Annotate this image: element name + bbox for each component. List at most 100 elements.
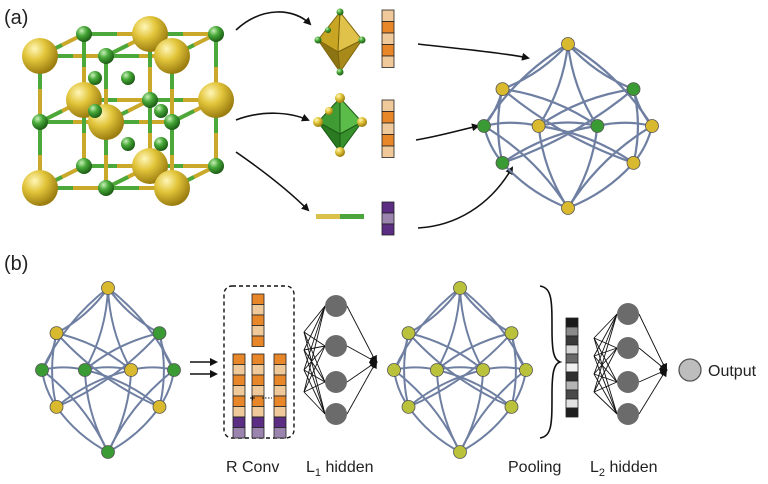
- graph-edge: [567, 125, 653, 209]
- green-atom: [154, 137, 168, 151]
- graph-node: [35, 363, 49, 377]
- neuron: [325, 403, 347, 425]
- octahedron-icon: [314, 8, 366, 76]
- vector-cell: [381, 44, 395, 57]
- conv-ellipsis: [250, 395, 272, 401]
- graph-edge: [502, 88, 635, 164]
- graph-node: [561, 37, 575, 51]
- vector-cell: [381, 212, 395, 225]
- graph-node: [504, 399, 519, 414]
- vector-cell: [381, 134, 395, 147]
- graph-edge: [84, 287, 109, 371]
- vector-cell: [251, 353, 265, 365]
- l1-hidden-network: [303, 295, 378, 425]
- vector-cell: [251, 416, 265, 428]
- neuron: [617, 337, 639, 359]
- net-connection: [593, 347, 618, 375]
- vector-cell: [565, 380, 579, 391]
- net-connection: [303, 349, 326, 383]
- graph-node: [401, 326, 416, 341]
- vector-cell: [251, 385, 265, 397]
- vector-cell: [273, 427, 287, 439]
- graph-node: [101, 281, 115, 295]
- graph-node: [626, 82, 641, 96]
- net-connection: [303, 381, 326, 393]
- net-connection: [303, 305, 326, 393]
- graph-node: [519, 363, 533, 377]
- vector-cell: [381, 9, 395, 22]
- vector-cell: [232, 353, 246, 365]
- neuron: [617, 303, 639, 325]
- graph-edge: [107, 287, 132, 371]
- vector-cell: [381, 32, 395, 45]
- graph-node: [531, 119, 546, 133]
- graph-node: [167, 363, 181, 377]
- curly-brace-icon: [539, 285, 563, 439]
- graph-edge: [407, 332, 512, 408]
- green-atom: [32, 114, 48, 130]
- vector-cell: [273, 416, 287, 428]
- l2-hidden-label: L2 hidden: [590, 459, 658, 479]
- graph-edge: [393, 287, 461, 371]
- vector-cell: [381, 223, 395, 236]
- net-connection: [593, 313, 618, 393]
- graph-edge: [567, 162, 635, 210]
- gold-atom: [154, 170, 190, 206]
- vector-cell: [251, 293, 265, 305]
- graph-edge: [403, 332, 410, 408]
- graph-edge: [459, 406, 513, 453]
- vector-cell: [381, 145, 395, 158]
- net-connection: [593, 355, 618, 415]
- net-connection: [638, 313, 667, 372]
- vector-cell: [381, 21, 395, 34]
- graph-edge: [407, 406, 461, 453]
- graph-node: [561, 201, 575, 215]
- vector-cell: [232, 374, 246, 386]
- net-connection: [593, 355, 618, 383]
- feature-vector-icon: [381, 9, 395, 68]
- vector-cell: [565, 353, 579, 364]
- net-connection: [303, 305, 326, 351]
- vector-cell: [251, 304, 265, 316]
- graph-node: [124, 363, 139, 377]
- net-connection: [593, 337, 618, 383]
- panel-label-b: (b): [4, 253, 28, 275]
- gold-atom: [132, 16, 168, 52]
- graph-edge: [436, 369, 513, 408]
- graph-edge: [56, 332, 132, 371]
- vector-cell: [565, 326, 579, 337]
- graph-edge: [436, 287, 461, 371]
- l1-subscript: 1: [315, 467, 321, 479]
- graph-edge: [567, 43, 634, 91]
- panel-label-a: (a): [4, 7, 28, 29]
- l2-hidden-network: [593, 303, 668, 425]
- neuron: [325, 335, 347, 357]
- graph-node: [495, 155, 510, 170]
- vector-cell: [232, 406, 246, 418]
- green-atom: [88, 71, 102, 85]
- green-atom: [121, 137, 135, 151]
- graph-edge: [51, 332, 58, 408]
- graph-edge: [41, 369, 109, 453]
- gold-atom: [132, 148, 168, 184]
- hidden-crystal-graph: [387, 281, 533, 459]
- input-crystal-graph: [35, 281, 181, 459]
- net-connection: [303, 305, 326, 371]
- vector-cell: [273, 395, 287, 407]
- green-atom: [88, 104, 102, 118]
- graph-edge: [567, 43, 653, 127]
- graph-node: [49, 399, 64, 414]
- graph-edge: [501, 162, 569, 210]
- net-connection: [593, 381, 618, 393]
- vector-cell: [232, 364, 246, 376]
- output-node: [678, 358, 702, 382]
- crystal-lattice-icon: [22, 16, 234, 206]
- graph-node: [626, 155, 641, 170]
- graph-edge: [408, 332, 513, 408]
- vector-cell: [251, 427, 265, 439]
- neuron: [325, 371, 347, 393]
- green-octahedron-icon: [313, 93, 367, 157]
- vector-cell: [273, 353, 287, 365]
- graph-edge: [537, 88, 634, 127]
